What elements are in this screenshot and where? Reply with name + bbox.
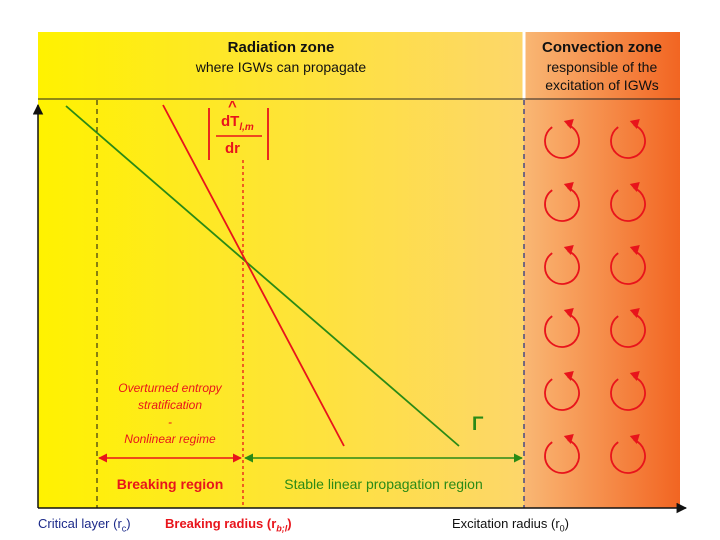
overturned-line1: Overturned entropy: [118, 381, 222, 395]
breaking-radius-text: Breaking radius (r: [165, 516, 277, 531]
circular-arrow-icon: [610, 434, 646, 474]
derivative-numerator-text: dT: [221, 113, 240, 130]
circular-arrow-icon: [544, 119, 580, 159]
critical-layer-label: Critical layer (rc): [38, 516, 131, 534]
circular-arrow-icon: [610, 371, 646, 411]
stable-region-label: Stable linear propagation region: [284, 476, 483, 492]
breaking-radius-sub: b;l: [276, 523, 288, 534]
derivative-hat: ^: [228, 98, 237, 115]
circular-arrow-icon: [544, 434, 580, 474]
convection-zone-background: [524, 32, 680, 508]
excitation-radius-label: Excitation radius (r0): [452, 516, 570, 534]
circular-arrow-icon: [544, 371, 580, 411]
breaking-region-label: Breaking region: [116, 476, 224, 492]
derivative-subscript: l,m: [239, 122, 254, 133]
convection-zone-title: Convection zone: [541, 39, 662, 56]
breaking-radius-label: Breaking radius (rb;l): [165, 516, 292, 534]
derivative-denominator: dr: [225, 140, 240, 157]
critical-layer-text: Critical layer (r: [38, 516, 122, 531]
circular-arrow-icon: [610, 182, 646, 222]
convection-cells: [544, 119, 646, 474]
excitation-radius-text: Excitation radius (r: [452, 516, 560, 531]
circular-arrow-icon: [610, 308, 646, 348]
excitation-radius-sub: 0: [559, 523, 565, 534]
temperature-gradient-line: [162, 104, 345, 447]
circular-arrow-icon: [544, 308, 580, 348]
circular-arrow-icon: [610, 245, 646, 285]
radiation-zone-subtitle: where IGWs can propagate: [195, 59, 367, 75]
convection-zone-line2: excitation of IGWs: [545, 77, 659, 93]
radiation-zone-background: [38, 32, 524, 508]
gamma-line: [65, 105, 460, 447]
overturned-line3: -: [168, 415, 172, 429]
gamma-label: Γ: [472, 414, 484, 435]
critical-layer-sub: c: [121, 523, 127, 534]
derivative-numerator: dTl,m: [221, 113, 254, 133]
overturned-line4: Nonlinear regime: [124, 432, 216, 446]
radiation-zone-title: Radiation zone: [227, 39, 335, 56]
overturned-line2: stratification: [137, 398, 203, 412]
convection-zone-line1: responsible of the: [546, 59, 658, 75]
circular-arrow-icon: [610, 119, 646, 159]
circular-arrow-icon: [544, 245, 580, 285]
circular-arrow-icon: [544, 182, 580, 222]
